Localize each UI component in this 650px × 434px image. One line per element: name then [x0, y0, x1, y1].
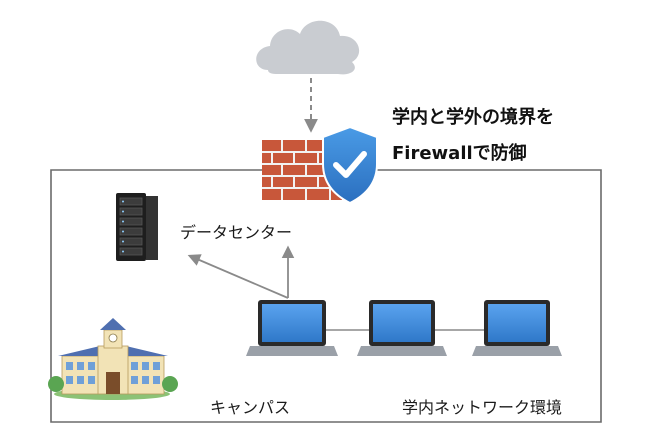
headline-line-2: Firewallで防御: [392, 143, 527, 164]
datacenter-label: データセンター: [180, 223, 293, 242]
laptop-icon: [472, 300, 562, 356]
network-to-datacenter-arrow: [187, 254, 289, 299]
firewall-headline: 学内と学外の境界を Firewallで防御: [392, 100, 554, 172]
laptop-icon: [357, 300, 447, 356]
shield-check-icon: [322, 125, 378, 205]
campus-network-label: 学内ネットワーク環境: [402, 398, 563, 417]
laptop-icon: [246, 300, 338, 356]
cloud-icon: [256, 20, 360, 75]
campus-label: キャンパス: [210, 398, 291, 417]
campus-boundary: [50, 169, 602, 423]
server-rack-icon: [116, 193, 158, 261]
headline-line-1: 学内と学外の境界を: [392, 107, 554, 128]
school-building-icon: [48, 318, 178, 400]
